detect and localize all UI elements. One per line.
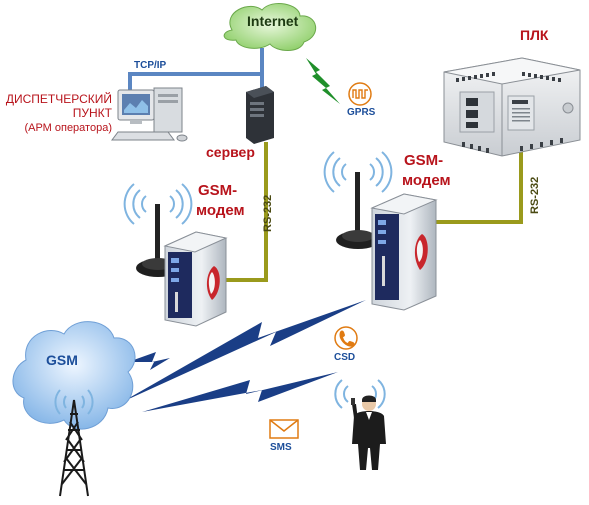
sms-label: SMS [270, 442, 292, 453]
gsm-modem-left [123, 183, 228, 327]
tcpip-link [128, 48, 264, 94]
csd-label: CSD [334, 352, 356, 363]
server-tower [246, 86, 274, 144]
dispatch-label-line2: ПУНКТ [72, 106, 112, 120]
rs232-link-right [436, 150, 523, 224]
dispatch-label-line3: (АРМ оператора) [24, 122, 112, 134]
gprs-lightning [306, 58, 340, 104]
gsm-modem-left-label-line1: GSM- [198, 182, 238, 199]
rs232-left-label: RS-232 [262, 194, 274, 232]
sms-envelope-icon [269, 419, 299, 439]
plc-label: ПЛК [520, 27, 549, 43]
antenna-waves-left [123, 183, 193, 225]
internet-cloud [223, 2, 316, 51]
wireless-links [122, 300, 366, 412]
gprs-icon [348, 82, 372, 106]
cell-tower [54, 389, 94, 497]
antenna-waves-right [323, 151, 393, 193]
gsm-cloud [12, 321, 136, 430]
gsm-modem-right [323, 151, 438, 311]
workstation-computer [111, 87, 188, 142]
gprs-label: GPRS [347, 107, 376, 118]
server-label: сервер [206, 144, 255, 160]
internet-label: Internet [247, 13, 299, 29]
gsm-modem-right-label-line2: модем [402, 172, 451, 189]
person-with-phone [334, 379, 386, 470]
csd-phone-icon [334, 326, 358, 350]
plc-device [443, 57, 581, 157]
tcpip-label: TCP/IP [134, 60, 167, 71]
rs232-right-label: RS-232 [529, 176, 541, 214]
gsm-cloud-label: GSM [46, 352, 78, 368]
gsm-modem-right-label-line1: GSM- [404, 152, 444, 169]
dispatch-label-line1: ДИСПЕТЧЕРСКИЙ [5, 92, 112, 106]
gsm-modem-left-label-line2: модем [196, 202, 245, 219]
phone-waves [334, 379, 386, 409]
